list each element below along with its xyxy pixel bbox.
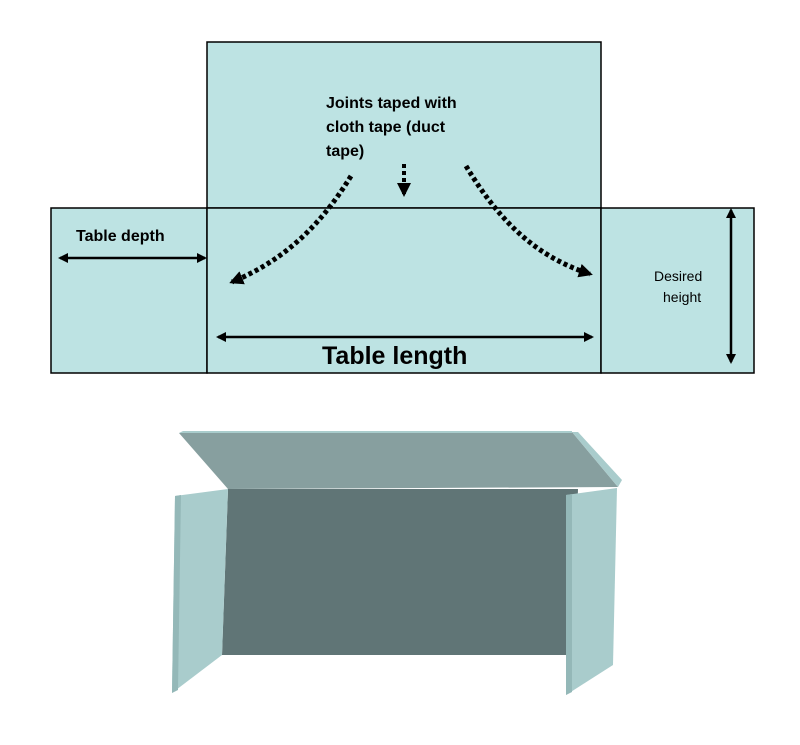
- flat-pattern: Joints taped with cloth tape (duct tape)…: [50, 41, 755, 374]
- desired-height-label-line1: Desired: [654, 268, 702, 284]
- table-top-right-edge: [572, 432, 622, 487]
- joints-label-line2: cloth tape (duct: [326, 119, 446, 136]
- table-length-label: Table length: [322, 342, 467, 370]
- table-top-left-edge: [179, 431, 572, 433]
- table-depth-label: Table depth: [76, 228, 165, 245]
- left-joint-arrow: [229, 174, 354, 285]
- right-joint-arrow: [463, 164, 593, 278]
- folded-table-3d: [172, 431, 622, 695]
- left-panel: [50, 207, 208, 374]
- table-left-leg-edge: [172, 495, 181, 693]
- desired-height-label-line2: height: [663, 289, 701, 305]
- center-panel: [206, 207, 602, 374]
- table-right-leg-edge: [566, 494, 572, 695]
- table-top: [179, 432, 618, 489]
- table-right-leg: [566, 488, 617, 695]
- table-left-leg: [172, 489, 228, 693]
- table-back-face: [222, 489, 578, 655]
- joints-label-line3: tape): [326, 143, 364, 160]
- joints-label-line1: Joints taped with: [326, 95, 457, 112]
